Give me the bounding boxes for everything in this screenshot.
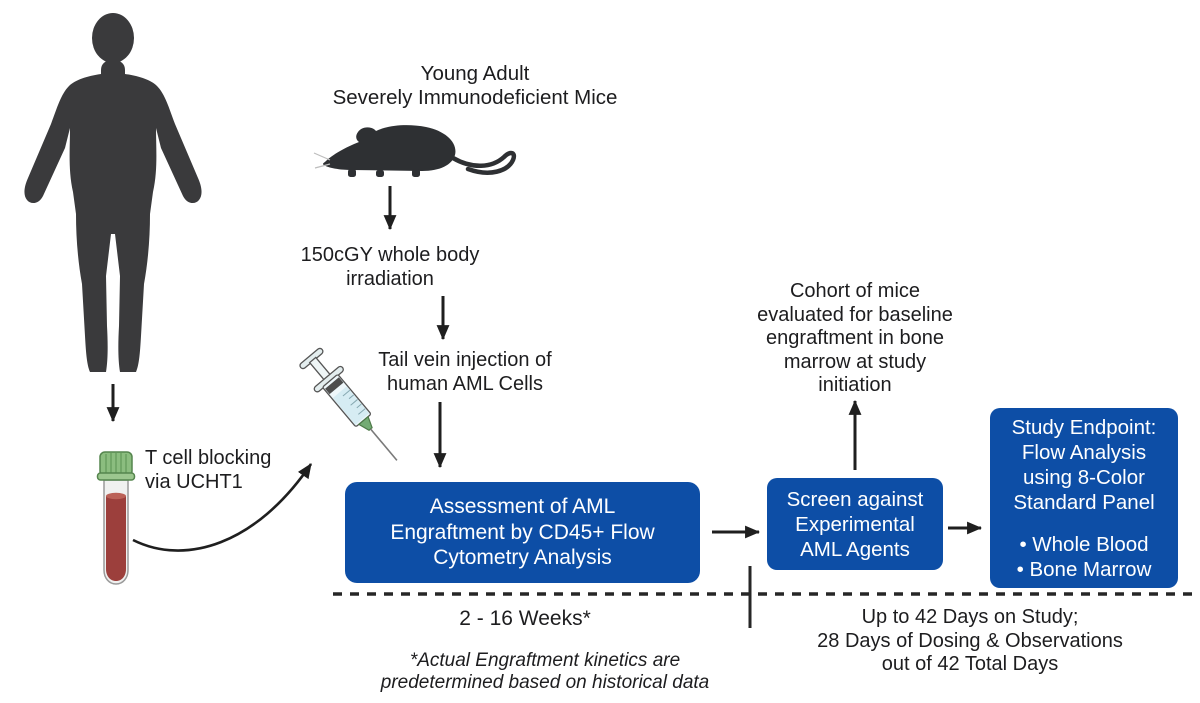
timeline-weeks-label: 2 - 16 Weeks* xyxy=(459,607,591,630)
cohort-label: Cohort of mice evaluated for baseline en… xyxy=(757,280,953,397)
assessment-box: Assessment of AML Engraftment by CD45+ F… xyxy=(345,482,700,583)
timeline-days-label: Up to 42 Days on Study; 28 Days of Dosin… xyxy=(817,606,1123,676)
blood-tube-icon xyxy=(96,451,136,585)
endpoint-box: Study Endpoint: Flow Analysis using 8-Co… xyxy=(990,408,1178,588)
injection-label: Tail vein injection of human AML Cells xyxy=(378,349,552,395)
mouse-silhouette-icon xyxy=(313,125,517,177)
irradiation-label: 150cGY whole body irradiation xyxy=(300,244,480,290)
syringe-icon xyxy=(299,347,398,461)
t-cell-blocking-label: T cell blocking via UCHT1 xyxy=(145,447,272,493)
endpoint-box-title: Study Endpoint: Flow Analysis using 8-Co… xyxy=(1011,415,1157,514)
timeline-footnote: *Actual Engraftment kinetics are predete… xyxy=(380,650,710,694)
screen-box: Screen against Experimental AML Agents xyxy=(767,478,943,570)
mice-title-label: Young Adult Severely Immunodeficient Mic… xyxy=(332,62,618,110)
endpoint-box-bullets: • Whole Blood • Bone Marrow xyxy=(1016,532,1152,581)
human-silhouette-icon xyxy=(24,13,202,372)
